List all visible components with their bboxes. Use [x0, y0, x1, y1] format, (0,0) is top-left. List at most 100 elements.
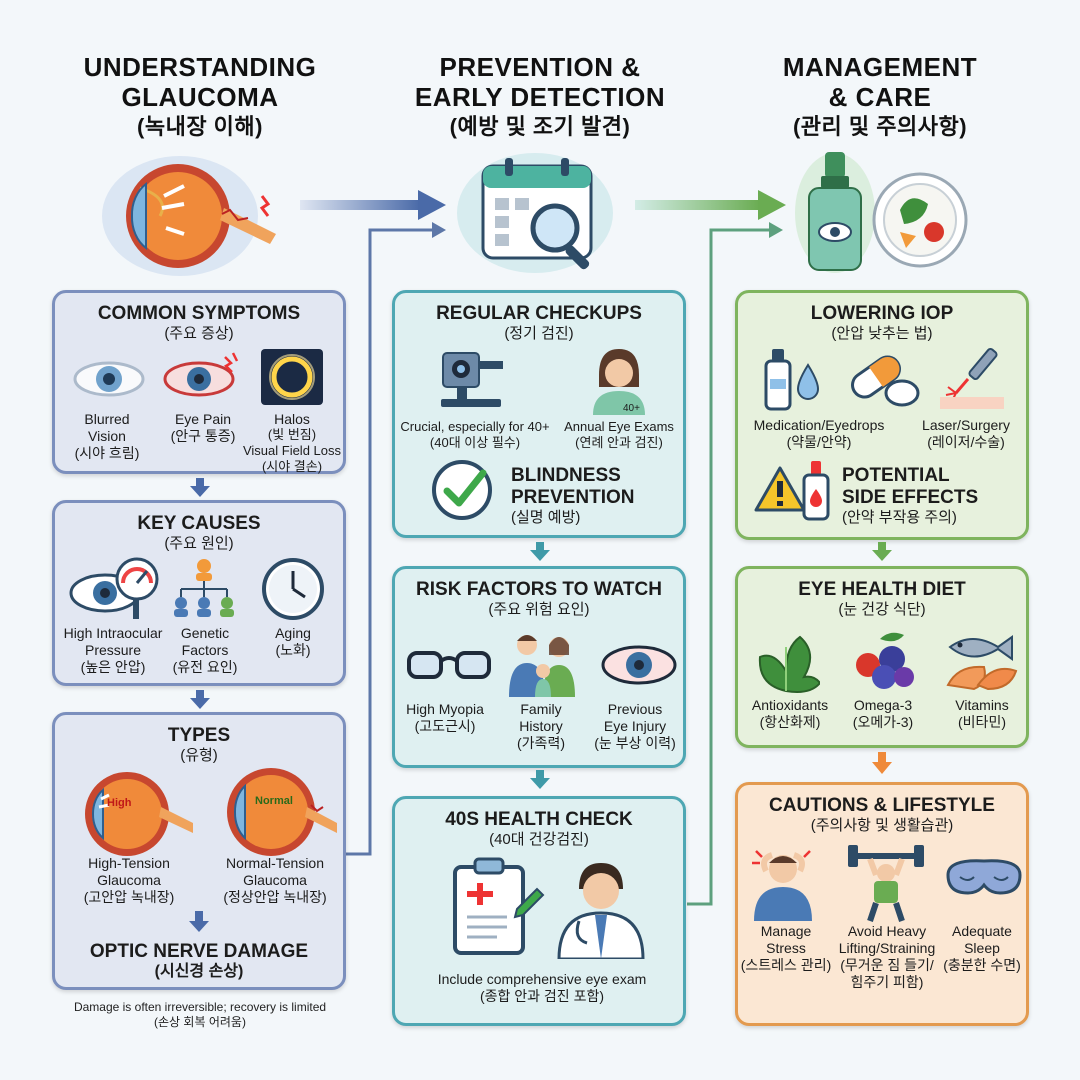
pill-icon	[851, 355, 920, 407]
blurred-eye-icon	[73, 361, 145, 397]
forties-title: 40S HEALTH CHECK	[445, 809, 633, 830]
iop-title-ko: (안압 낮추는 법)	[831, 325, 933, 342]
checkup-crucial-label: Crucial, especially for 40+ (40대 이상 필수)	[400, 419, 550, 450]
symptom-halos-label: Halos (빛 번짐) Visual Field Loss (시야 결손)	[242, 411, 342, 474]
arrow-down-7	[872, 752, 892, 774]
checkups-box: REGULAR CHECKUPS (정기 검진) 40+ Crucial, es…	[392, 290, 686, 538]
causes-title: KEY CAUSES	[137, 513, 261, 534]
diet-title: EYE HEALTH DIET	[798, 579, 966, 600]
arrow-down-6	[872, 542, 892, 561]
eye-pain-icon	[163, 352, 239, 397]
warning-icon	[754, 466, 806, 512]
connector-types-to-checkups	[346, 222, 446, 856]
normal-tension-eye-icon	[227, 768, 337, 856]
halo-icon	[261, 349, 323, 405]
lifestyle-title: CAUTIONS & LIFESTYLE	[769, 795, 995, 816]
types-title-ko: (유형)	[180, 747, 218, 764]
risk-injury-label: Previous Eye Injury (눈 부상 이력)	[594, 701, 676, 751]
title-line1: UNDERSTANDING	[83, 52, 317, 82]
lifestyle-title-ko: (주의사항 및 생활습관)	[810, 817, 954, 834]
diet-box: EYE HEALTH DIET (눈 건강 식단) Antioxidants (…	[735, 566, 1029, 748]
iop-laser-label: Laser/Surgery (레이저/수술)	[922, 417, 1010, 450]
forty-plus-badge: 40+	[623, 403, 640, 414]
injured-eye-icon	[601, 645, 677, 685]
clipboard-icon	[453, 857, 545, 955]
risk-family-label: Family History (가족력)	[517, 701, 565, 751]
type-high-label: High-Tension Glaucoma (고안압 녹내장)	[83, 855, 175, 905]
forties-box: 40S HEALTH CHECK (40대 건강검진) Include comp…	[392, 796, 686, 1026]
clock-icon	[262, 558, 324, 620]
high-badge: High	[107, 797, 132, 809]
types-title: TYPES	[167, 725, 231, 746]
family-icon	[509, 635, 575, 697]
genetic-tree-icon	[174, 559, 234, 617]
high-tension-eye-icon	[85, 772, 193, 856]
iop-box: LOWERING IOP (안압 낮추는 법) Medication/Eyedr…	[735, 290, 1029, 540]
symptom-pain-label: Eye Pain (안구 통증)	[170, 411, 236, 444]
normal-badge: Normal	[255, 795, 293, 807]
healthy-plate-icon	[872, 172, 968, 268]
blindness-prevention-label: BLINDNESS PREVENTION (실명 예방)	[511, 465, 635, 526]
optic-damage-ko: (시신경 손상)	[154, 963, 244, 980]
cause-genetic-label: Genetic Factors (유전 요인)	[172, 625, 238, 675]
symptoms-title-ko: (주요 증상)	[164, 325, 234, 342]
calendar-magnifier-icon	[457, 153, 613, 273]
symptoms-box: COMMON SYMPTOMS (주요 증상) Blurred Vision (…	[52, 290, 346, 474]
arrow-down-5	[530, 770, 550, 789]
diet-title-ko: (눈 건강 식단)	[838, 601, 926, 618]
checkups-title-ko: (정기 검진)	[504, 325, 574, 342]
title-line2: EARLY DETECTION	[414, 82, 666, 112]
causes-title-ko: (주요 원인)	[164, 535, 234, 552]
title-line1: MANAGEMENT	[782, 52, 978, 82]
risks-title-ko: (주요 위험 요인)	[488, 601, 590, 618]
arrow-right-1	[300, 190, 446, 220]
lifestyle-lifting-label: Avoid Heavy Lifting/Straining (무거운 짐 들기/…	[838, 923, 936, 990]
pressure-gauge-eye-icon	[69, 557, 159, 619]
cause-pressure-label: High Intraocular Pressure (높은 안압)	[63, 625, 163, 675]
eye-anatomy-icon	[102, 156, 276, 276]
symptoms-title: COMMON SYMPTOMS	[97, 303, 301, 324]
arrow-down-4	[530, 542, 550, 561]
laser-icon	[940, 347, 1004, 409]
column-title-prevention: PREVENTION & EARLY DETECTION (예방 및 조기 발견…	[380, 52, 700, 142]
symptom-blurred-label: Blurred Vision (시야 흐림)	[74, 411, 140, 461]
arrow-down-3	[189, 911, 209, 932]
lifestyle-box: CAUTIONS & LIFESTYLE (주의사항 및 생활습관) Manag…	[735, 782, 1029, 1026]
title-ko: (관리 및 주의사항)	[792, 114, 968, 139]
damage-note: Damage is often irreversible; recovery i…	[73, 1000, 327, 1029]
sleep-mask-icon	[946, 859, 1022, 895]
forties-title-ko: (40대 건강검진)	[489, 831, 589, 848]
diet-omega-label: Omega-3 (오메가-3)	[852, 697, 914, 730]
berries-icon	[856, 632, 914, 689]
arrow-right-2	[635, 190, 786, 220]
lifestyle-sleep-label: Adequate Sleep (충분한 수면)	[943, 923, 1021, 973]
connector-forties-to-iop	[687, 222, 783, 906]
type-normal-label: Normal-Tension Glaucoma (정상안압 녹내장)	[223, 855, 327, 905]
column-title-understanding: UNDERSTANDING GLAUCOMA (녹내장 이해)	[40, 52, 360, 142]
checkups-title: REGULAR CHECKUPS	[436, 303, 642, 324]
arrow-down-2	[190, 690, 210, 709]
doctor-woman-icon	[593, 349, 645, 415]
types-box: TYPES (유형) High Normal High-Tension Glau…	[52, 712, 346, 990]
risks-box: RISK FACTORS TO WATCH (주요 위험 요인) High My…	[392, 566, 686, 768]
iop-title: LOWERING IOP	[810, 303, 954, 324]
checkup-annual-label: Annual Eye Exams (연례 안과 검진)	[564, 419, 674, 450]
eyedrops-icon	[764, 349, 820, 411]
optic-damage-title: OPTIC NERVE DAMAGE	[89, 941, 309, 962]
doctor-icon	[557, 863, 645, 959]
arrow-down-1	[190, 478, 210, 497]
fish-icon	[946, 635, 1018, 691]
causes-box: KEY CAUSES (주요 원인) High Intraocular Pres…	[52, 500, 346, 686]
title-line2: & CARE	[828, 82, 932, 112]
side-effects-label: POTENTIAL SIDE EFFECTS (안약 부작용 주의)	[842, 465, 979, 526]
stressed-person-icon	[752, 850, 812, 921]
check-mark-icon	[432, 460, 492, 520]
title-line2: GLAUCOMA	[121, 82, 279, 112]
glasses-icon	[407, 651, 491, 679]
diet-antioxidants-label: Antioxidants (항산화제)	[751, 697, 829, 730]
cause-aging-label: Aging (노화)	[275, 625, 311, 658]
title-ko: (녹내장 이해)	[137, 114, 263, 139]
eyedrop-bottle-icon	[795, 152, 875, 273]
eye-exam-machine-icon	[441, 352, 503, 407]
title-line1: PREVENTION &	[439, 52, 641, 82]
